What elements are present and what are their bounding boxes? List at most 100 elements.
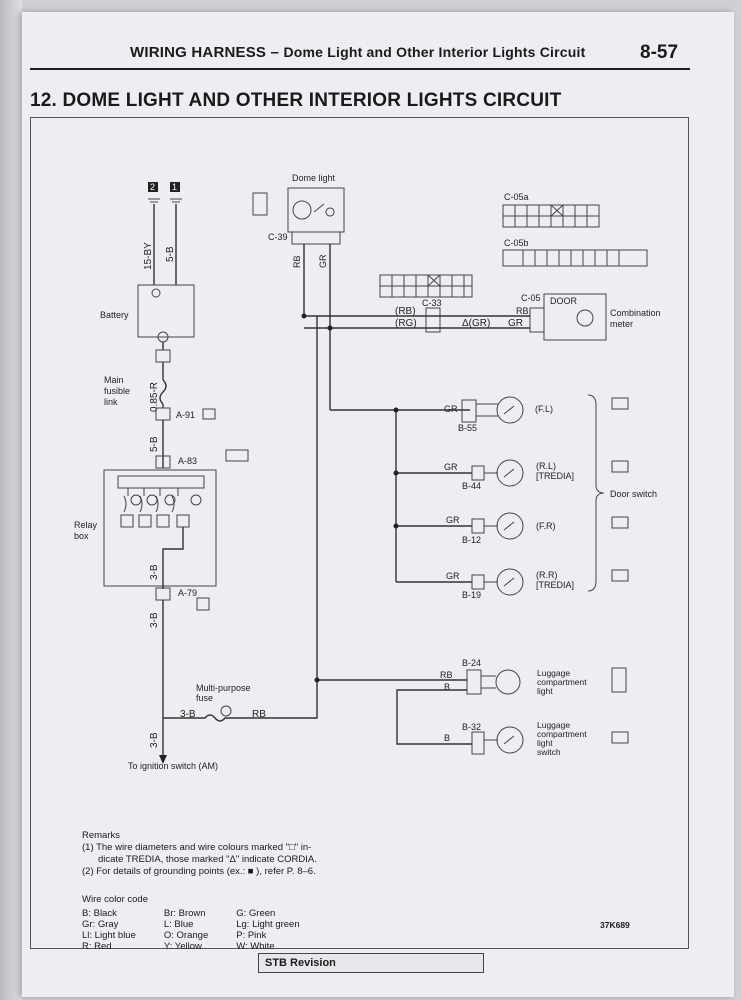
header-section: WIRING HARNESS bbox=[130, 44, 267, 61]
wire-15-by: 15-BY bbox=[143, 242, 154, 270]
connector-c39: C-39 bbox=[268, 232, 288, 242]
connector-b12: B-12 bbox=[462, 535, 481, 545]
wire-3-b-c: 3-B bbox=[180, 709, 196, 720]
wire-gr-fl: GR bbox=[444, 404, 458, 414]
color-entry: G: Green bbox=[236, 908, 276, 919]
wire-0-85-r: 0.85-R bbox=[149, 382, 160, 412]
multi-purpose-fuse-label: Multi-purpose bbox=[196, 683, 251, 693]
ground-terminals: 2 1 bbox=[148, 182, 182, 285]
luggage-light-label: Luggage bbox=[537, 668, 570, 678]
connector-c33: C-33 bbox=[422, 298, 442, 308]
adjacent-page-strip bbox=[0, 0, 22, 1000]
page-number: 8-57 bbox=[640, 42, 679, 63]
wire-rb-paren: (RB) bbox=[395, 306, 416, 317]
door-label: DOOR bbox=[550, 296, 578, 306]
ground-2-label: 2 bbox=[150, 182, 155, 192]
connector-c05b: C-05b bbox=[504, 238, 529, 248]
remarks-line-1: (1) The wire diameters and wire colours … bbox=[82, 842, 312, 853]
luggage-switch-label-2: compartment bbox=[537, 729, 587, 739]
connector-a79: A-79 bbox=[178, 588, 197, 598]
color-entry: Y: Yellow bbox=[163, 941, 202, 952]
main-fusible-link-label: Main bbox=[104, 375, 124, 385]
connector-a91: A-91 bbox=[176, 410, 195, 420]
running-header: WIRING HARNESS – Dome Light and Other In… bbox=[130, 44, 610, 61]
connector-c05a: C-05a bbox=[504, 192, 529, 202]
fuse-wire-rb: RB bbox=[252, 709, 266, 720]
door-switches: GR B-55 (F.L) GR B-44 (R.L) [TREDIA] GR … bbox=[330, 394, 657, 600]
connector-b55: B-55 bbox=[458, 423, 477, 433]
color-col-3: G: Green Lg: Light green P: Pink W: Whit… bbox=[236, 908, 299, 952]
wire-5-b: 5-B bbox=[149, 436, 160, 452]
connector-a83: A-83 bbox=[178, 456, 197, 466]
door-rr-label-2: [TREDIA] bbox=[536, 580, 574, 590]
remarks-heading: Remarks bbox=[82, 830, 121, 841]
dome-light-label: Dome light bbox=[292, 173, 336, 183]
wire-b-luggage: B bbox=[444, 682, 450, 692]
wire-gr-box: GR bbox=[508, 318, 523, 329]
wire-gr-dome: GR bbox=[318, 254, 328, 268]
footer-revision: STB Revision bbox=[258, 953, 484, 973]
header-rule bbox=[30, 68, 690, 70]
wire-3-b-d: 3-B bbox=[149, 732, 160, 748]
wire-gr-triangle: Δ(GR) bbox=[462, 318, 490, 329]
door-rl-label: (R.L) bbox=[536, 461, 556, 471]
color-entry: L: Blue bbox=[163, 919, 194, 930]
door-rl-label-2: [TREDIA] bbox=[536, 471, 574, 481]
connector-c05: C-05 bbox=[521, 293, 541, 303]
remarks-line-1b: dicate TREDIA, those marked "Δ" indicate… bbox=[98, 854, 317, 865]
door-fl-label: (F.L) bbox=[535, 404, 553, 414]
wire-rb-luggage: RB bbox=[440, 670, 453, 680]
main-fusible-link-label-2: fusible bbox=[104, 386, 130, 396]
wire-b-luggage-2: B bbox=[444, 733, 450, 743]
door-rr-label: (R.R) bbox=[536, 570, 558, 580]
luggage-switch-label-4: switch bbox=[537, 747, 561, 757]
manual-page bbox=[22, 12, 734, 997]
color-entry: W: White bbox=[236, 941, 275, 952]
color-entry: P: Pink bbox=[236, 930, 267, 941]
wire-gr-fr: GR bbox=[446, 515, 460, 525]
figure-code: 37K689 bbox=[600, 920, 630, 930]
remarks: Remarks (1) The wire diameters and wire … bbox=[82, 830, 412, 878]
connector-b19: B-19 bbox=[462, 590, 481, 600]
color-entry: Ll: Light blue bbox=[82, 930, 136, 941]
battery-label: Battery bbox=[100, 310, 129, 320]
wire-rb-meter: RB bbox=[516, 306, 529, 316]
luggage-light-label-2: compartment bbox=[537, 677, 587, 687]
door-switch-label: Door switch bbox=[610, 489, 657, 499]
diagram-frame bbox=[30, 117, 689, 949]
wire-5-b-top: 5-B bbox=[165, 246, 176, 262]
wire-3-b-a: 3-B bbox=[149, 564, 160, 580]
ground-1-label: 1 bbox=[172, 182, 177, 192]
color-col-1: B: Black Gr: Gray Ll: Light blue R: Red bbox=[82, 908, 136, 952]
door-fr-label: (F.R) bbox=[536, 521, 556, 531]
color-entry: O: Orange bbox=[163, 930, 209, 941]
connector-b44: B-44 bbox=[462, 481, 481, 491]
wire-color-code-heading: Wire color code bbox=[82, 894, 148, 905]
relay-box bbox=[103, 469, 217, 587]
combination-meter-label: Combination bbox=[610, 308, 661, 318]
color-col-2: Br: Brown L: Blue O: Orange Y: Yellow bbox=[164, 908, 208, 952]
header-dash: – bbox=[270, 44, 280, 61]
wire-3-b-b: 3-B bbox=[149, 612, 160, 628]
luggage-switch-label: Luggage bbox=[537, 720, 570, 730]
luggage-light-label-3: light bbox=[537, 686, 553, 696]
remarks-line-2: (2) For details of grounding points (ex.… bbox=[82, 866, 316, 877]
wire-rg-paren: (RG) bbox=[395, 318, 417, 329]
color-entry: Lg: Light green bbox=[236, 919, 300, 930]
connector-b24: B-24 bbox=[462, 658, 481, 668]
page-title: 12. DOME LIGHT AND OTHER INTERIOR LIGHTS… bbox=[30, 90, 562, 111]
color-entry: R: Red bbox=[82, 941, 112, 952]
connector-b32: B-32 bbox=[462, 722, 481, 732]
wire-gr-rl: GR bbox=[444, 462, 458, 472]
wire-rb-dome: RB bbox=[292, 255, 302, 268]
combination-meter-label-2: meter bbox=[610, 319, 633, 329]
color-entry: Gr: Gray bbox=[82, 919, 119, 930]
battery-box bbox=[137, 284, 195, 338]
relay-box-label: Relay bbox=[74, 520, 98, 530]
main-fusible-link-label-3: link bbox=[104, 397, 118, 407]
wire-color-code: Wire color code B: Black Gr: Gray Ll: Li… bbox=[82, 894, 300, 952]
luggage-compartment: RB B B-24 Luggage compartment light B B-… bbox=[314, 658, 629, 757]
relay-box-label-2: box bbox=[74, 531, 89, 541]
multi-purpose-fuse-label-2: fuse bbox=[196, 693, 213, 703]
